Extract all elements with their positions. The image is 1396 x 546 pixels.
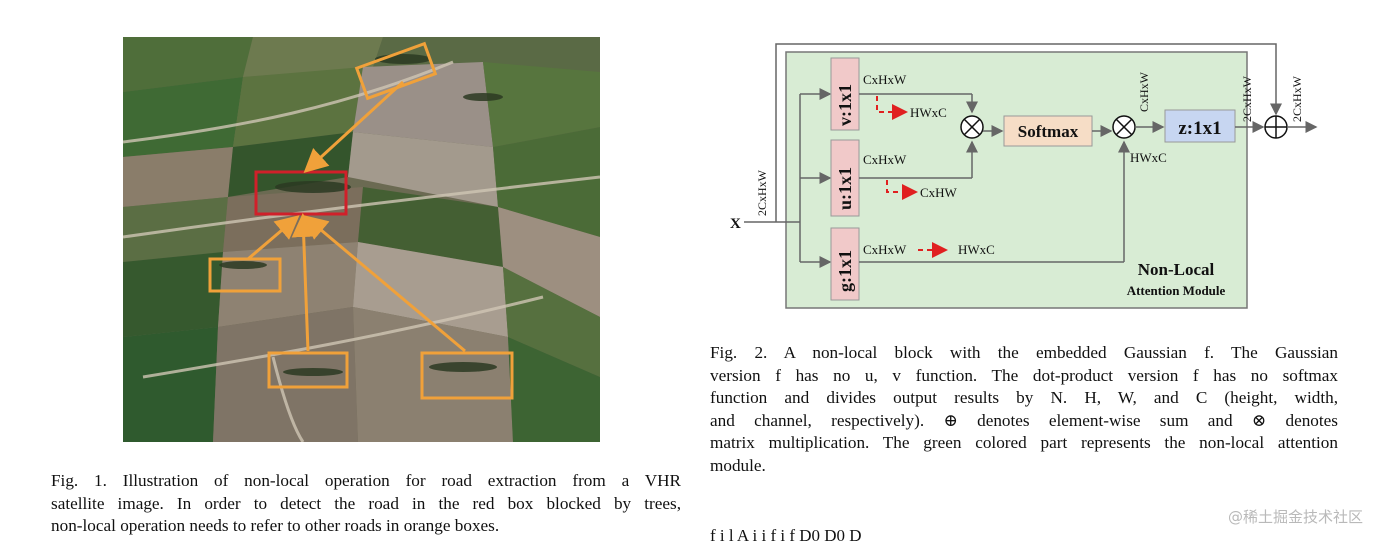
v-block: [830, 57, 860, 131]
matmul-2-icon: [1112, 115, 1136, 139]
matmul-1-icon: [960, 115, 984, 139]
next-paragraph-fragment: f i l A i i f i f D0 D0 D: [710, 526, 862, 545]
v-block-label: v:1x1: [835, 84, 855, 126]
input-dim-label: 2CxHxW: [755, 169, 769, 216]
module-title: Non-Local: [1138, 260, 1215, 279]
v-out-dim: CxHxW: [863, 72, 907, 87]
mult2-out-dim: HWxC: [1130, 150, 1167, 165]
skip-connection: [775, 43, 1282, 222]
mult2-in-dim: CxHxW: [1137, 71, 1151, 112]
z-out-dim: 2CxHxW: [1240, 75, 1254, 122]
watermark: @稀土掘金技术社区: [1228, 508, 1364, 526]
fig2-caption-line-3: function and divides output results by N…: [710, 388, 1338, 407]
g-reshape-dim: HWxC: [958, 242, 995, 257]
fig2-nonlocal-block-diagram: X 2CxHxW v:1x1 u:1x1 g:1x1 CxHxW HWxC Cx…: [720, 40, 1340, 320]
fig2-caption: Fig. 2. A non-local block with the embed…: [710, 342, 1338, 477]
v-reshape-dim: HWxC: [910, 105, 947, 120]
fig2-caption-line-1: Fig. 2. A non-local block with the embed…: [710, 343, 1338, 362]
u-block: [830, 139, 860, 217]
field-patches: [123, 37, 600, 442]
fig1-satellite-image: [123, 37, 600, 442]
softmax-label: Softmax: [1018, 122, 1079, 141]
u-reshape-dim: CxHW: [920, 185, 958, 200]
g-block-label: g:1x1: [835, 250, 855, 292]
fig2-caption-line-6: module.: [710, 455, 766, 475]
z-block: [1164, 109, 1236, 143]
sum-out-dim: 2CxHxW: [1290, 75, 1304, 122]
module-subtitle: Attention Module: [1127, 283, 1226, 298]
softmax-block: [1003, 115, 1093, 147]
fig1-caption-line-3: non-local operation needs to refer to ot…: [51, 516, 500, 535]
satellite-image-drawing: [123, 37, 600, 442]
fig2-caption-line-5: matrix multiplication. The green colored…: [710, 433, 1338, 452]
u-out-dim: CxHxW: [863, 152, 907, 167]
g-out-dim: CxHxW: [863, 242, 907, 257]
fig1-caption-line-1: Fig. 1. Illustration of non-local operat…: [51, 471, 681, 490]
orange-boxes: [208, 41, 514, 400]
g-block: [830, 227, 860, 301]
fig2-caption-line-4: and channel, respectively). ⊕ denotes el…: [710, 410, 1338, 430]
z-block-label: z:1x1: [1178, 118, 1221, 139]
orange-arrows: [247, 80, 466, 353]
u-block-label: u:1x1: [835, 167, 855, 210]
fig2-caption-line-2: version f has no u, v function. The dot-…: [710, 365, 1338, 385]
roads: [123, 60, 600, 442]
element-wise-sum-icon: [1264, 115, 1288, 139]
fig1-caption-line-2: satellite image. In order to detect the …: [51, 493, 681, 513]
input-label: X: [730, 216, 741, 232]
fig1-caption: Fig. 1. Illustration of non-local operat…: [51, 470, 681, 538]
u-reshape-arrow: [886, 180, 918, 200]
